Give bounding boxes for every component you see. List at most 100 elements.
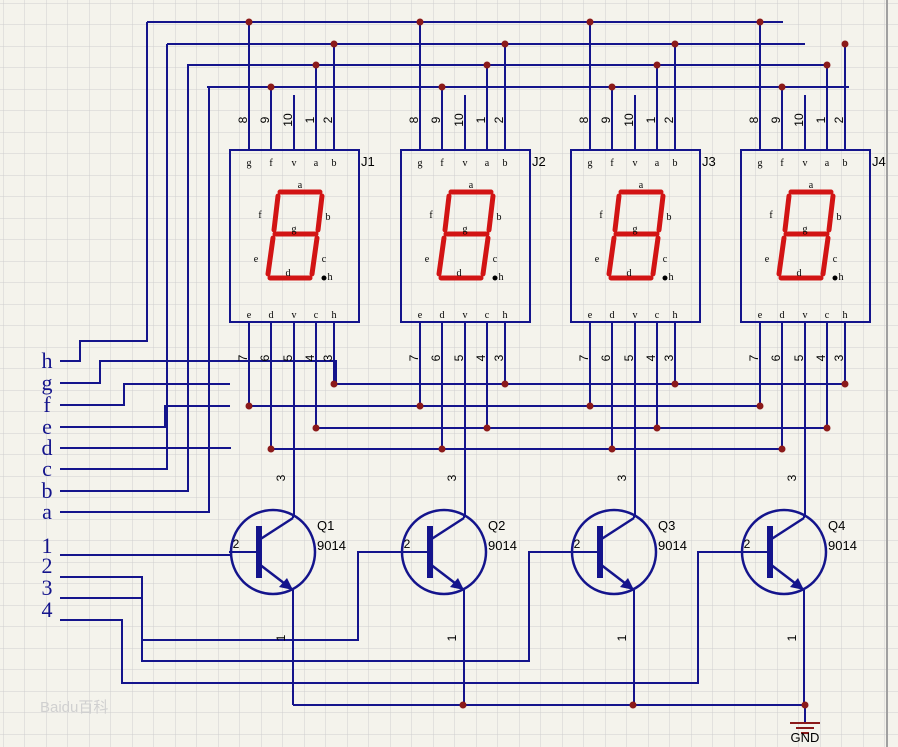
segment-pin-label: f [269,158,273,169]
input-4-route [60,551,741,684]
seven-segment-icon [265,189,325,281]
segment-label: a [469,180,474,191]
input-label: 3 [42,575,53,600]
junction-dot [330,380,338,388]
junction-dot [416,402,424,410]
segment-label: g [292,224,297,235]
junction-dot [501,380,509,388]
transistor-pin: 3 [615,474,629,481]
segment-pin-label: b [332,158,337,169]
segment-pin-label: b [843,158,848,169]
segment-pin-label: b [673,158,678,169]
display-ref: J3 [702,154,716,169]
components [229,149,871,734]
seven-segment-icon [776,189,836,281]
input-label: 4 [42,597,53,622]
segment-label: a [639,180,644,191]
pin-number: 9 [429,116,443,123]
pin-number: 1 [814,116,828,123]
display-body [229,149,360,323]
pin-number: 5 [792,354,806,361]
display-ref: J4 [872,154,886,169]
junction-dot [778,445,786,453]
segment-pin-label: a [314,158,319,169]
emitter-arrow [620,578,634,590]
pin-number: 2 [662,116,676,123]
input-label: e [42,414,52,439]
segment-label: d [286,268,291,279]
input-label: 2 [42,553,53,578]
segment-label: b [497,212,502,223]
emitter-arrow [790,578,804,590]
input-b-route [60,65,189,492]
emitter-arrow [450,578,464,590]
pin-number: 10 [281,113,295,127]
input-a-route [60,87,210,513]
segment-pin-label: c [314,310,319,321]
segment-pin-label: v [633,158,638,169]
pin-number: 7 [236,354,250,361]
junctions [245,18,849,709]
input-label: b [42,478,53,503]
segment-pin-label: h [673,310,678,321]
segment-pin-label: h [843,310,848,321]
pin-number: 3 [321,354,335,361]
decimal-point [321,275,327,281]
watermark: Baidu百科 [40,699,108,716]
junction-dot [483,424,491,432]
junction-dot [312,424,320,432]
decimal-point [662,275,668,281]
display-body [740,149,871,323]
pin-number: 8 [747,116,761,123]
pin-number: 6 [258,354,272,361]
transistor-pin: 2 [574,537,581,551]
segment-pin-label: v [803,310,808,321]
segment-label: c [663,254,668,265]
transistor-collector-leg [429,516,465,542]
pin-number: 3 [832,354,846,361]
junction-dot [629,701,637,709]
transistor-collector-leg [599,516,635,542]
npn-transistor-icon [740,508,828,596]
segment-pin-label: h [503,310,508,321]
segment-pin-label: f [610,158,614,169]
segment-pin-label: a [485,158,490,169]
pin-number: 5 [452,354,466,361]
pin-number: 4 [474,354,488,361]
segment-pin-label: a [825,158,830,169]
pin-number: 4 [303,354,317,361]
pin-number: 3 [662,354,676,361]
pin-number: 2 [321,116,335,123]
input-e-route [60,405,230,428]
junction-dot [267,445,275,453]
display-ref: J2 [532,154,546,169]
segment-label: b [837,212,842,223]
ground-label: GND [791,730,820,745]
input-2-route [60,551,401,641]
display-body [400,149,531,323]
junction-dot [459,701,467,709]
transistor-pin: 2 [744,537,751,551]
junction-dot [801,701,809,709]
input-label: c [42,456,52,481]
segment-label: g [803,224,808,235]
segment-pin-label: v [463,310,468,321]
transistor-part: 9014 [317,538,346,553]
segment-pin-label: g [588,158,593,169]
pin-number: 8 [407,116,421,123]
transistor-ref: Q1 [317,518,334,533]
segment-pin-label: g [758,158,763,169]
segment-pin-label: d [440,310,445,321]
pin-number: 5 [622,354,636,361]
segment-label: a [298,180,303,191]
segment-pin-label: c [825,310,830,321]
transistor-ref: Q2 [488,518,505,533]
junction-dot [756,402,764,410]
transistor-part: 9014 [828,538,857,553]
input-d-route [60,447,231,449]
pin-number: 6 [429,354,443,361]
input-label: h [42,348,53,373]
segment-label: b [667,212,672,223]
pin-number: 9 [599,116,613,123]
